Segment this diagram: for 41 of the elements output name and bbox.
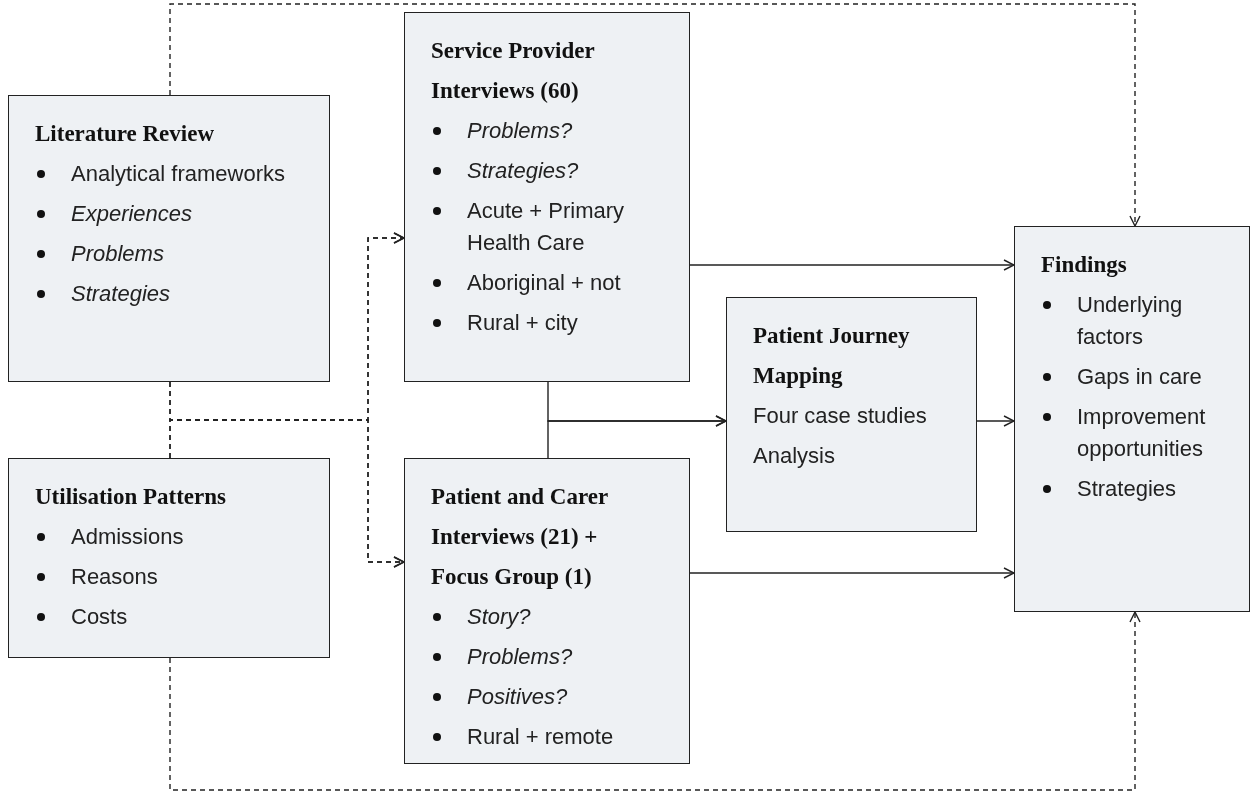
bullet-text: Costs bbox=[71, 603, 128, 631]
box-text: Analysis bbox=[753, 442, 836, 470]
process-box bbox=[1014, 226, 1250, 612]
bullet-text: Problems? bbox=[467, 643, 573, 671]
arrow bbox=[689, 259, 1015, 271]
bullet-text: Rural + city bbox=[467, 309, 578, 337]
box-heading: Utilisation Patterns bbox=[35, 483, 227, 511]
bullet-text: Analytical frameworks bbox=[71, 160, 285, 188]
bullet-text: Problems? bbox=[467, 117, 573, 145]
arrow bbox=[169, 611, 1141, 791]
bullet-text: Aboriginal + not bbox=[467, 269, 621, 297]
arrow bbox=[169, 3, 1141, 227]
bullet-text: Acute + Primary Health Care bbox=[467, 197, 626, 257]
bullet-text: Rural + remote bbox=[467, 723, 614, 751]
bullet-text: Gaps in care bbox=[1077, 363, 1202, 391]
bullet-text: Story? bbox=[467, 603, 531, 631]
bullet-text: Improvement opportunities bbox=[1077, 403, 1207, 463]
box-heading: Service Provider Interviews (60) bbox=[431, 37, 596, 105]
bullet-text: Reasons bbox=[71, 563, 158, 591]
box-heading: Patient Journey Mapping bbox=[753, 322, 911, 390]
arrow bbox=[976, 415, 1015, 427]
process-box bbox=[8, 95, 330, 382]
box-heading: Literature Review bbox=[35, 120, 216, 148]
bullet-text: Strategies bbox=[1077, 475, 1177, 503]
process-box bbox=[726, 297, 977, 532]
bullet-text: Positives? bbox=[467, 683, 568, 711]
bullet-text: Experiences bbox=[71, 200, 193, 228]
box-heading: Patient and Carer Interviews (21) + Focus Group (1) bbox=[431, 483, 609, 591]
process-box bbox=[8, 458, 330, 658]
arrow bbox=[547, 415, 727, 459]
bullet-text: Strategies bbox=[71, 280, 171, 308]
box-heading: Findings bbox=[1041, 251, 1128, 279]
arrow bbox=[169, 419, 405, 568]
bullet-text: Admissions bbox=[71, 523, 184, 551]
process-box bbox=[404, 12, 690, 382]
bullet-text: Underlying factors bbox=[1077, 291, 1184, 351]
bullet-text: Problems bbox=[71, 240, 164, 268]
process-box bbox=[404, 458, 690, 764]
box-text: Four case studies bbox=[753, 402, 928, 430]
arrow bbox=[689, 567, 1015, 579]
bullet-text: Strategies? bbox=[467, 157, 579, 185]
